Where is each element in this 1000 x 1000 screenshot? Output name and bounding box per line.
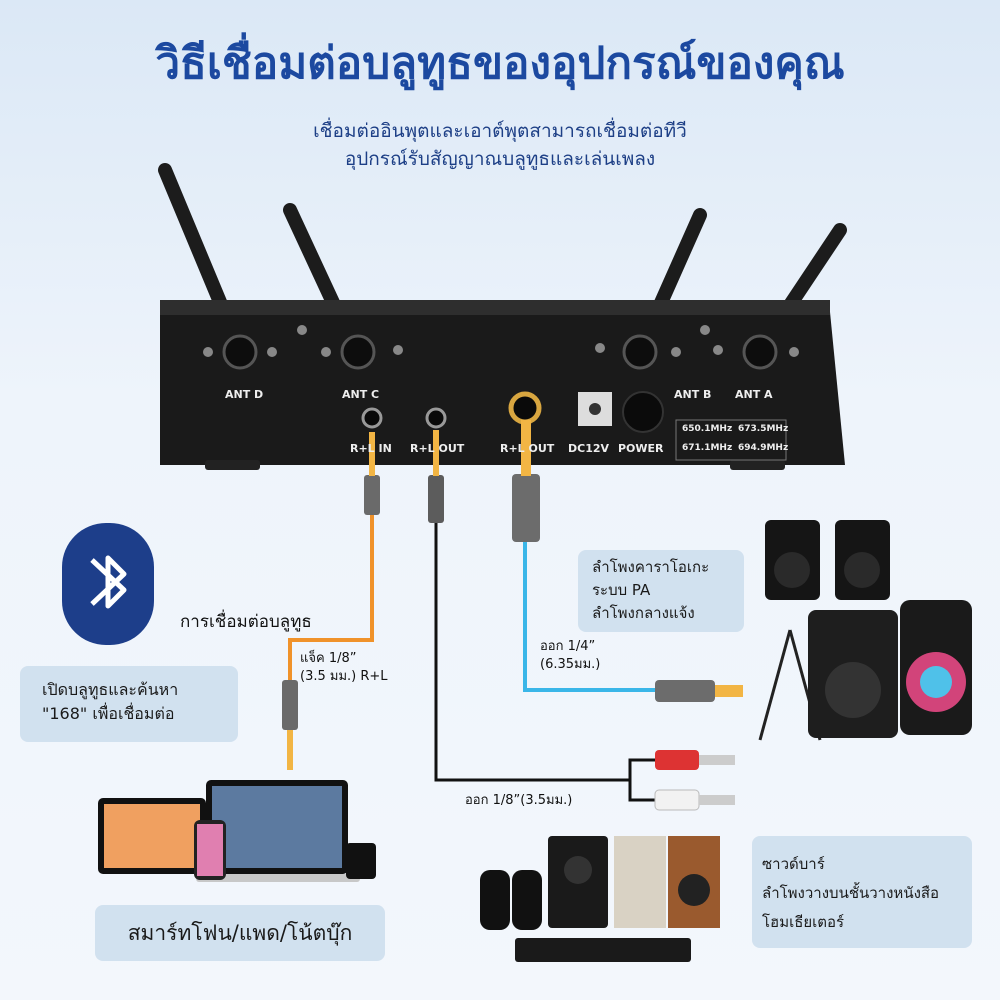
input-jack-line-2: (3.5 มม.) R+L — [300, 669, 388, 684]
port-label-power: POWER — [618, 442, 664, 455]
bluetooth-label: การเชื่อมต่อบลูทูธ — [180, 612, 312, 632]
port-label-rl-out-1: R+L OUT — [410, 442, 465, 455]
output-quarter-line-1: ออก 1/4” — [540, 639, 596, 654]
home-line-3: โฮมเธียเตอร์ — [762, 913, 845, 931]
antenna-label-c: ANT C — [342, 388, 380, 401]
home-line-1: ซาวด์บาร์ — [762, 855, 825, 873]
pa-line-3: ลำโพงกลางแจ้ง — [592, 604, 695, 622]
home-line-2: ลำโพงวางบนชั้นวางหนังสือ — [762, 884, 940, 902]
home-audio-box: ซาวด์บาร์ ลำโพงวางบนชั้นวางหนังสือ โฮมเธ… — [752, 836, 972, 948]
antenna-label-a: ANT A — [735, 388, 773, 401]
devices-label: สมาร์ทโฟน/แพด/โน้ตบุ๊ก — [127, 921, 353, 945]
pa-line-1: ลำโพงคาราโอเกะ — [592, 558, 710, 576]
output-quarter-caption: ออก 1/4” (6.35มม.) — [540, 638, 600, 674]
devices-illustration — [98, 780, 376, 882]
page-title: วิธีเชื่อมต่อบลูทูธของอุปกรณ์ของคุณ — [155, 38, 845, 89]
home-audio-illustration — [480, 836, 720, 962]
port-label-dc12v: DC12V — [568, 442, 610, 455]
port-label-rl-in: R+L IN — [350, 442, 392, 455]
antenna-label-d: ANT D — [225, 388, 264, 401]
pa-speakers-illustration — [758, 520, 972, 741]
antenna-label-b: ANT B — [674, 388, 712, 401]
bluetooth-icon — [62, 523, 154, 645]
input-jack-line-1: แจ็ค 1/8” — [300, 651, 357, 666]
subtitle-line-1: เชื่อมต่ออินพุตและเอาต์พุตสามารถเชื่อมต่… — [313, 120, 687, 142]
bluetooth-hint-line-1: เปิดบลูทูธและค้นหา — [42, 680, 179, 699]
receiver-back-panel — [160, 300, 845, 470]
subtitle-line-2: อุปกรณ์รับสัญญาณบลูทูธและเล่นเพลง — [344, 148, 656, 170]
output-quarter-line-2: (6.35มม.) — [540, 657, 601, 672]
cables — [282, 420, 743, 811]
bluetooth-hint-box: เปิดบลูทูธและค้นหา "168" เพื่อเชื่อมต่อ — [20, 666, 238, 742]
devices-label-box: สมาร์ทโฟน/แพด/โน้ตบุ๊ก — [95, 905, 385, 961]
frequency-1: 650.1MHz — [682, 424, 733, 434]
frequency-2: 673.5MHz — [738, 424, 789, 434]
port-label-rl-out-2: R+L OUT — [500, 442, 555, 455]
input-jack-caption: แจ็ค 1/8” (3.5 มม.) R+L — [300, 650, 388, 686]
pa-speakers-box: ลำโพงคาราโอเกะ ระบบ PA ลำโพงกลางแจ้ง — [578, 550, 744, 632]
frequency-4: 694.9MHz — [738, 443, 789, 453]
frequency-3: 671.1MHz — [682, 443, 733, 453]
output-eighth-caption: ออก 1/8”(3.5มม.) — [465, 793, 573, 808]
bluetooth-hint-line-2: "168" เพื่อเชื่อมต่อ — [42, 704, 175, 723]
pa-line-2: ระบบ PA — [592, 581, 651, 599]
